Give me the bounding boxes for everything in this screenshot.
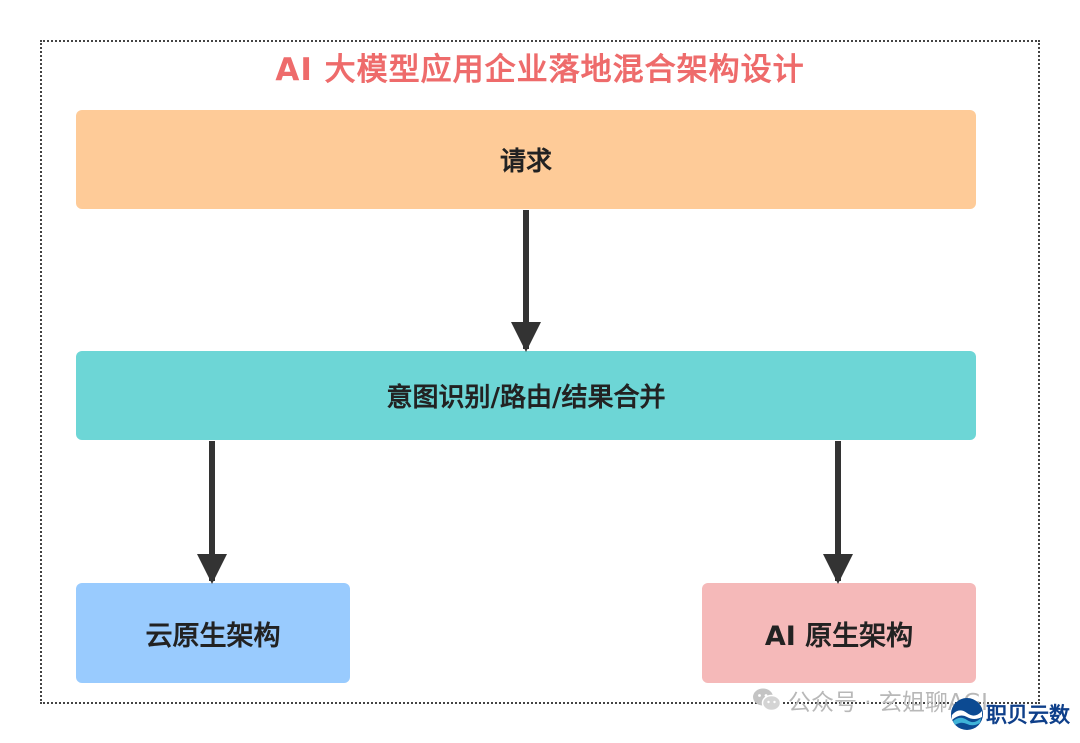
wave-logo-icon <box>951 698 983 730</box>
node-ai-native: AI 原生架构 <box>702 583 976 683</box>
brand: 职贝云数 <box>950 697 1070 731</box>
brand-text: 职贝云数 <box>986 703 1070 727</box>
node-cloud-native: 云原生架构 <box>76 583 350 683</box>
node-request-label: 请求 <box>499 147 552 177</box>
watermark: 公众号 · 玄姐聊AGI <box>752 683 988 717</box>
node-ai-native-label: AI 原生架构 <box>764 620 914 652</box>
node-request: 请求 <box>76 110 976 209</box>
diagram-title: AI 大模型应用企业落地混合架构设计 <box>275 52 805 88</box>
node-cloud-native-label: 云原生架构 <box>145 620 281 652</box>
diagram-frame <box>40 40 1040 704</box>
wechat-icon <box>753 688 782 712</box>
node-router-label: 意图识别/路由/结果合并 <box>386 383 666 413</box>
node-router: 意图识别/路由/结果合并 <box>76 351 976 440</box>
